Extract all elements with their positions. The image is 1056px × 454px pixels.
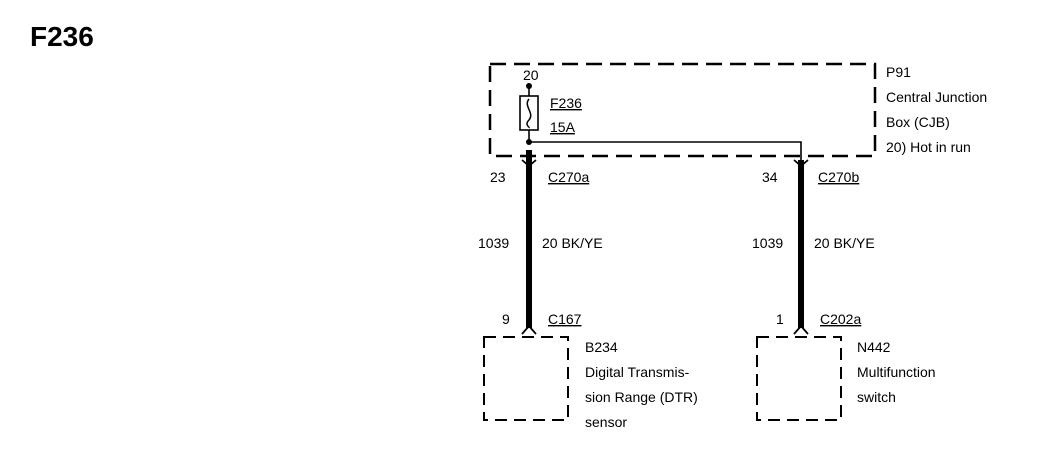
right-bottom-pin: 1 bbox=[776, 311, 784, 327]
left-bottom-connector-icon bbox=[521, 324, 537, 335]
fuse-element-icon bbox=[526, 98, 532, 129]
multifunction-switch-ref: N442 bbox=[857, 339, 891, 355]
right-bottom-connector: C202a bbox=[820, 311, 861, 327]
cjb-note: 20) Hot in run bbox=[886, 139, 971, 155]
right-circuit-number: 1039 bbox=[752, 235, 783, 251]
fuse-icon bbox=[519, 95, 539, 131]
cjb-branch-wire bbox=[529, 141, 802, 162]
multifunction-switch-line1: Multifunction bbox=[857, 364, 936, 380]
multifunction-switch-line2: switch bbox=[857, 389, 896, 405]
left-wire-spec: 20 BK/YE bbox=[542, 235, 603, 251]
left-circuit-number: 1039 bbox=[478, 235, 509, 251]
page-title: F236 bbox=[30, 21, 94, 52]
right-top-connector-icon bbox=[793, 159, 809, 168]
dtr-sensor-line2: sion Range (DTR) bbox=[585, 389, 698, 405]
dtr-sensor-line3: sensor bbox=[585, 414, 627, 430]
cjb-ref: P91 bbox=[886, 64, 911, 80]
cjb-name-line1: Central Junction bbox=[886, 89, 987, 105]
fuse-pin: 20 bbox=[523, 67, 539, 83]
cjb-name-line2: Box (CJB) bbox=[886, 114, 950, 130]
left-bottom-connector: C167 bbox=[548, 311, 582, 327]
right-bottom-connector-icon bbox=[793, 324, 809, 335]
dtr-sensor-line1: Digital Transmis- bbox=[585, 364, 690, 380]
fuse-rating: 15A bbox=[550, 119, 576, 135]
fuse-name: F236 bbox=[550, 95, 582, 111]
cjb-outline bbox=[488, 62, 877, 158]
left-top-connector: C270a bbox=[548, 169, 589, 185]
fuse-top-terminal bbox=[526, 83, 532, 89]
left-top-connector-icon bbox=[521, 159, 537, 168]
right-top-connector: C270b bbox=[818, 169, 859, 185]
multifunction-switch-outline bbox=[756, 336, 842, 421]
dtr-sensor-ref: B234 bbox=[585, 339, 618, 355]
right-wire-spec: 20 BK/YE bbox=[814, 235, 875, 251]
left-top-pin: 23 bbox=[490, 169, 506, 185]
right-top-pin: 34 bbox=[762, 169, 778, 185]
dtr-sensor-outline bbox=[483, 336, 569, 421]
left-bottom-pin: 9 bbox=[502, 311, 510, 327]
